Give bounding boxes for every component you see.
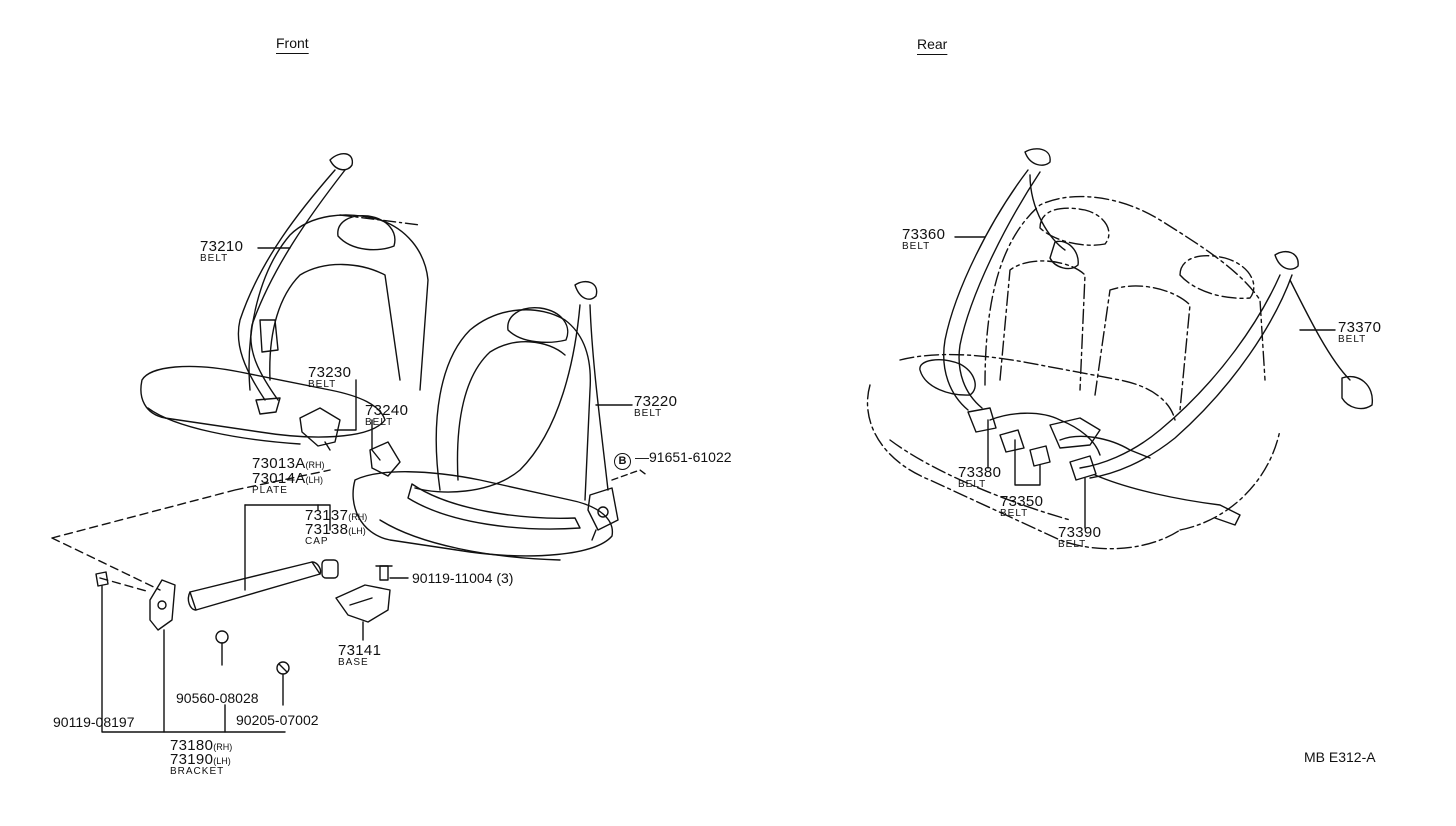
part-number: 73180 <box>170 737 214 754</box>
part-number: 73190 <box>170 751 214 768</box>
part-name: BELT <box>634 408 663 419</box>
part-73380: 73380 BELT <box>958 465 1001 490</box>
part-73220: 73220 BELT <box>634 394 677 419</box>
part-number: 73240 <box>365 402 409 419</box>
part-name: BELT <box>1000 508 1029 519</box>
part-name: CAP <box>305 536 329 547</box>
part-number: 90119-11004 <box>412 570 493 586</box>
part-number: 91651-61022 <box>649 449 732 465</box>
part-name: BRACKET <box>170 766 225 777</box>
part-name: BELT <box>902 241 931 252</box>
belt-73360 <box>919 148 1079 411</box>
part-number: 73141 <box>338 642 382 659</box>
part-73014A: 73014A(LH) PLATE <box>252 471 323 496</box>
part-73390: 73390 BELT <box>1058 525 1101 550</box>
part-73360: 73360 BELT <box>902 227 945 252</box>
part-name: PLATE <box>252 485 288 496</box>
belt-73220 <box>407 281 619 541</box>
rear-seat <box>866 195 1281 550</box>
belt-73240 <box>369 441 401 477</box>
belt-73230 <box>299 407 341 451</box>
part-91651-61022: B—91651-61022 <box>614 450 732 470</box>
part-90119-11004: 90119-11004 (3) <box>412 571 513 585</box>
part-number: 73230 <box>308 364 352 381</box>
part-number: 73220 <box>634 393 678 410</box>
part-number: 73390 <box>1058 524 1102 541</box>
washer-90560 <box>215 630 229 644</box>
part-name: BELT <box>200 253 229 264</box>
front-right-seat <box>352 307 614 561</box>
part-73137: 73137(RH) <box>305 508 367 523</box>
part-side: (RH) <box>348 512 368 522</box>
part-90119-08197: 90119-08197 <box>53 714 135 730</box>
part-qty: (3) <box>496 570 514 586</box>
part-name: BELT <box>958 479 987 490</box>
part-73180: 73180(RH) <box>170 738 232 753</box>
part-number: 73013A <box>252 455 306 472</box>
rear-leader-lines <box>954 236 1336 529</box>
bolt-90119-08197 <box>95 571 109 587</box>
diagram-code: MB E312-A <box>1304 749 1376 765</box>
bolt-marker-icon: B <box>614 453 631 470</box>
part-73138: 73138(LH) CAP <box>305 522 366 547</box>
part-name: BELT <box>308 379 337 390</box>
part-number: 73350 <box>1000 493 1044 510</box>
part-number: 73380 <box>958 464 1002 481</box>
belt-73210 <box>237 153 354 415</box>
part-73013A: 73013A(RH) <box>252 456 325 471</box>
part-number: 73360 <box>902 226 946 243</box>
part-73240: 73240 BELT <box>365 403 408 428</box>
front-left-seat <box>140 214 429 445</box>
part-73230: 73230 BELT <box>308 365 351 390</box>
cap-73137 <box>187 559 339 611</box>
section-front-title: Front <box>276 35 309 51</box>
part-73141: 73141 BASE <box>338 643 381 668</box>
part-name: BELT <box>1338 334 1367 345</box>
part-name: BASE <box>338 657 369 668</box>
part-90205-07002: 90205-07002 <box>236 712 319 728</box>
part-side: (LH) <box>213 756 231 766</box>
part-number: 73014A <box>252 470 306 487</box>
bracket-73180 <box>149 579 176 631</box>
buckle-cluster <box>967 407 1241 526</box>
part-side: (RH) <box>305 460 325 470</box>
part-side: (LH) <box>305 475 324 485</box>
part-side: (LH) <box>348 526 366 536</box>
front-leader-lines <box>101 247 633 733</box>
base-73141 <box>335 584 391 623</box>
part-number: 73210 <box>200 238 244 255</box>
section-rear-title: Rear <box>917 36 948 52</box>
part-73350: 73350 BELT <box>1000 494 1043 519</box>
part-73370: 73370 BELT <box>1338 320 1381 345</box>
part-73190: 73190(LH) BRACKET <box>170 752 231 777</box>
belt-73370 <box>1079 251 1373 479</box>
part-number: 73137 <box>305 507 349 524</box>
part-73210: 73210 BELT <box>200 239 243 264</box>
part-number: 73138 <box>305 521 349 538</box>
part-number: 73370 <box>1338 319 1382 336</box>
bolt-90119-11004 <box>375 565 393 581</box>
part-name: BELT <box>1058 539 1087 550</box>
part-side: (RH) <box>213 742 233 752</box>
part-90560-08028: 90560-08028 <box>176 690 259 706</box>
nut-90205 <box>276 661 290 675</box>
part-name: BELT <box>365 417 394 428</box>
